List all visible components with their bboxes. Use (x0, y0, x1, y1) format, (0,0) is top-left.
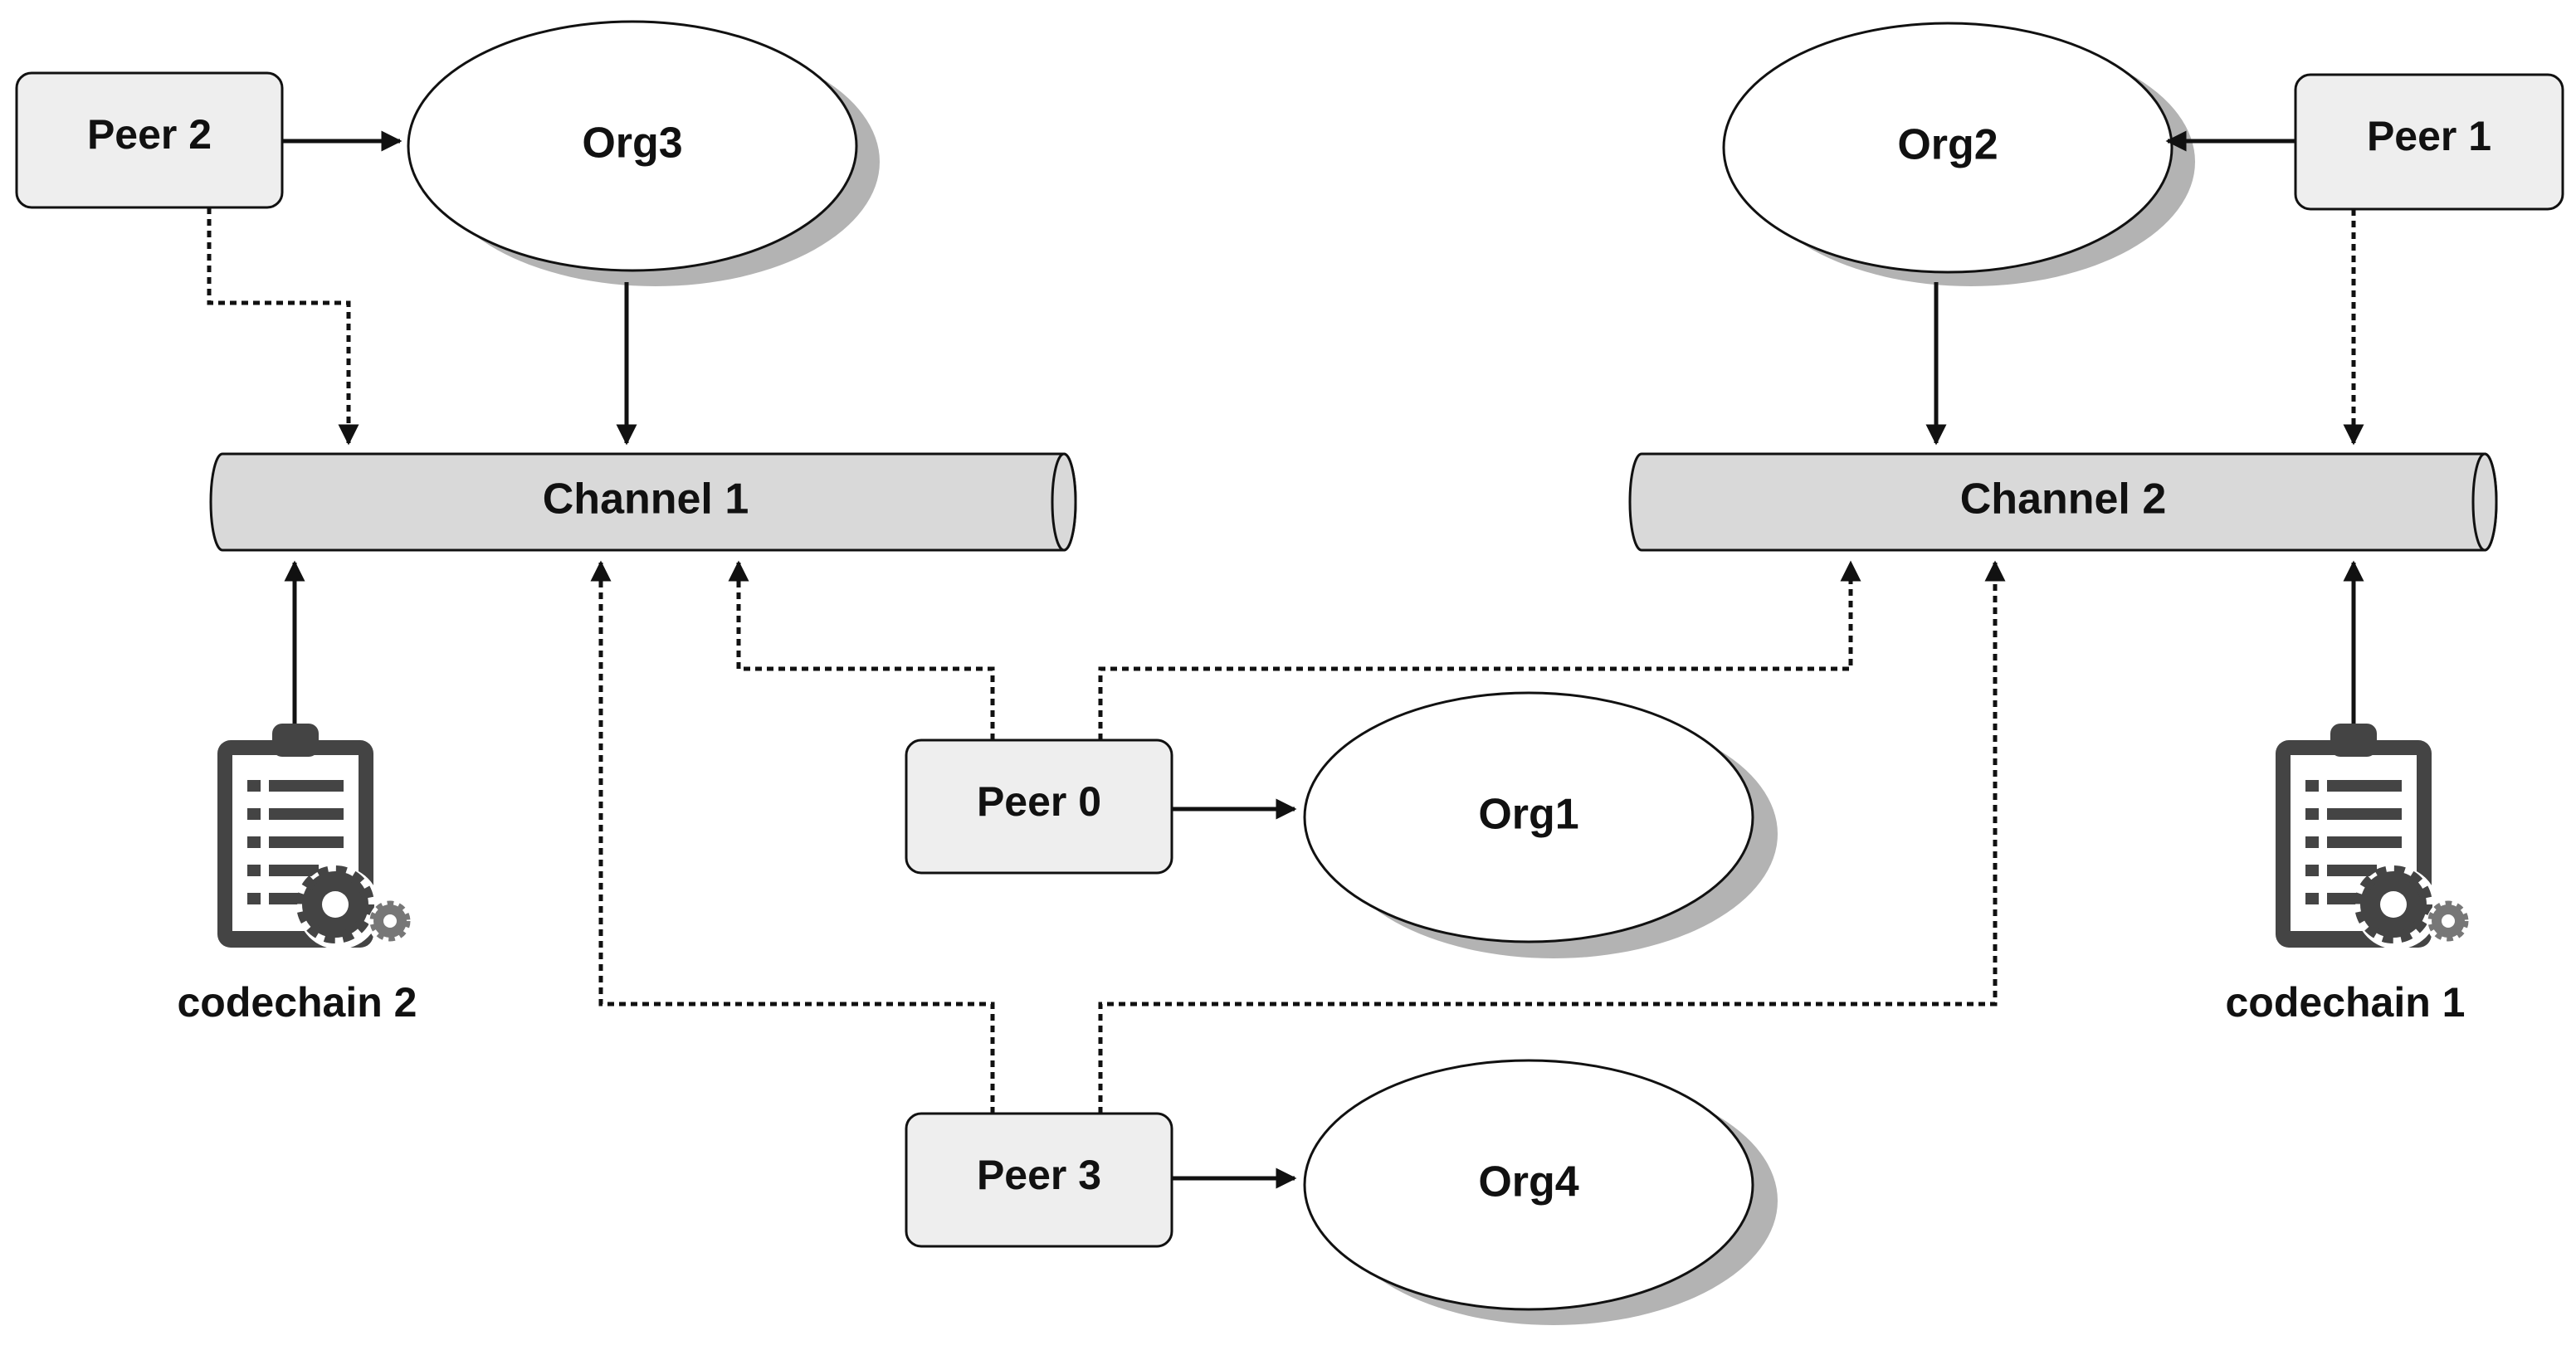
org4-node: Org4 (1303, 1059, 1778, 1325)
solid-connectors (282, 130, 2364, 1189)
dotted-peer3-channel1 (590, 560, 995, 1114)
channel1-label: Channel 1 (543, 475, 749, 524)
peer2-label: Peer 2 (87, 111, 212, 158)
peer3-node: Peer 3 (905, 1112, 1173, 1248)
dotted-peer0-channel1 (728, 560, 995, 740)
org3-label: Org3 (582, 119, 682, 168)
clipboard-gear-icon (2276, 724, 2473, 949)
org1-node: Org1 (1303, 691, 1778, 958)
org1-label: Org1 (1478, 791, 1578, 839)
org4-label: Org4 (1478, 1158, 1578, 1206)
channel1-pipe: Channel 1 (209, 452, 1077, 552)
peer0-label: Peer 0 (977, 778, 1101, 825)
peer3-label: Peer 3 (977, 1152, 1101, 1198)
org2-node: Org2 (1722, 22, 2195, 286)
org2-label: Org2 (1897, 121, 1998, 169)
codechain2-label: codechain 2 (178, 979, 417, 1026)
dotted-peer0-channel2 (1098, 560, 1861, 740)
dotted-peer3-channel2 (1098, 560, 2006, 1114)
dotted-peer2-channel1 (207, 207, 359, 446)
dotted-connectors (207, 207, 2364, 1114)
codechain1-label: codechain 1 (2226, 979, 2466, 1026)
peer1-node: Peer 1 (2294, 73, 2564, 211)
channel2-label: Channel 2 (1960, 475, 2167, 524)
peer0-node: Peer 0 (905, 738, 1173, 875)
peer2-node: Peer 2 (15, 71, 284, 209)
org3-node: Org3 (407, 20, 880, 286)
clipboard-gear-icon (217, 724, 415, 949)
channel2-pipe: Channel 2 (1628, 452, 2498, 552)
peer1-label: Peer 1 (2367, 113, 2491, 159)
